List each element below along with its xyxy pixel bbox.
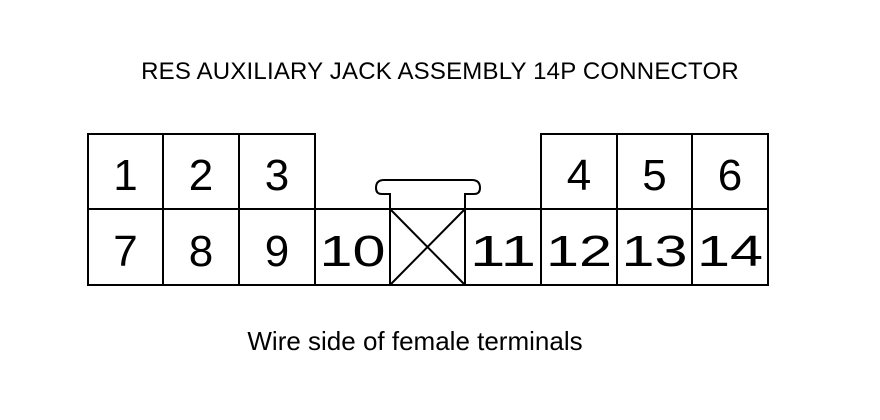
diagram-caption: Wire side of female terminals xyxy=(247,326,583,356)
pin-label-7: 7 xyxy=(113,227,137,276)
pin-label-14: 14 xyxy=(697,227,763,276)
pin-label-5: 5 xyxy=(642,151,666,200)
pin-label-9: 9 xyxy=(265,227,289,276)
pin-label-4: 4 xyxy=(567,151,591,200)
pin-label-8: 8 xyxy=(189,227,213,276)
pin-label-10: 10 xyxy=(320,227,386,276)
pin-label-3: 3 xyxy=(265,151,289,200)
blank-cavity-cross xyxy=(389,208,466,286)
pin-label-11: 11 xyxy=(470,227,536,276)
pin-label-6: 6 xyxy=(718,151,742,200)
pin-label-2: 2 xyxy=(189,151,213,200)
diagram-title: RES AUXILIARY JACK ASSEMBLY 14P CONNECTO… xyxy=(141,58,739,85)
pin-label-13: 13 xyxy=(622,227,688,276)
locking-tab xyxy=(374,179,482,209)
blank-cavity xyxy=(389,208,466,286)
pin-label-1: 1 xyxy=(113,151,137,200)
pin-label-12: 12 xyxy=(546,227,612,276)
